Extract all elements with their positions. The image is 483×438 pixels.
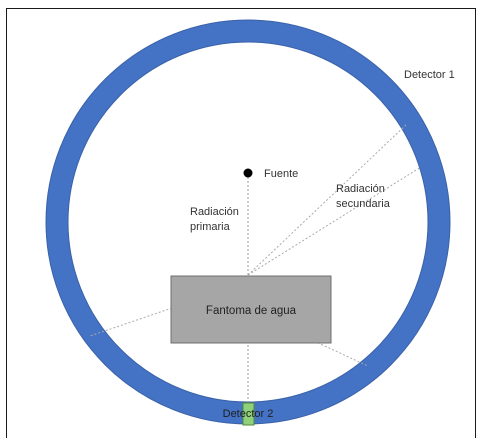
secondary-ray-line-left <box>89 307 173 337</box>
detector-1-label: Detector 1 <box>404 69 455 81</box>
secondary-radiation-label-line-2: secundaria <box>336 198 391 210</box>
secondary-ray-line-middle <box>247 166 422 276</box>
secondary-radiation-label-line-1: Radiación <box>336 183 385 195</box>
secondary-ray-line-upper <box>247 123 408 276</box>
secondary-ray-line-right <box>313 340 369 367</box>
phantom-label: Fantoma de agua <box>206 305 297 317</box>
water-phantom <box>170 275 332 344</box>
detector-2-label: Detector 2 <box>223 408 274 420</box>
primary-radiation-label-line-1: Radiación <box>190 206 239 218</box>
source-dot <box>243 168 253 178</box>
source-label: Fuente <box>264 168 298 180</box>
primary-radiation-label-line-2: primaria <box>190 221 231 233</box>
detector-2-element <box>242 402 255 426</box>
diagram-frame <box>6 8 476 438</box>
